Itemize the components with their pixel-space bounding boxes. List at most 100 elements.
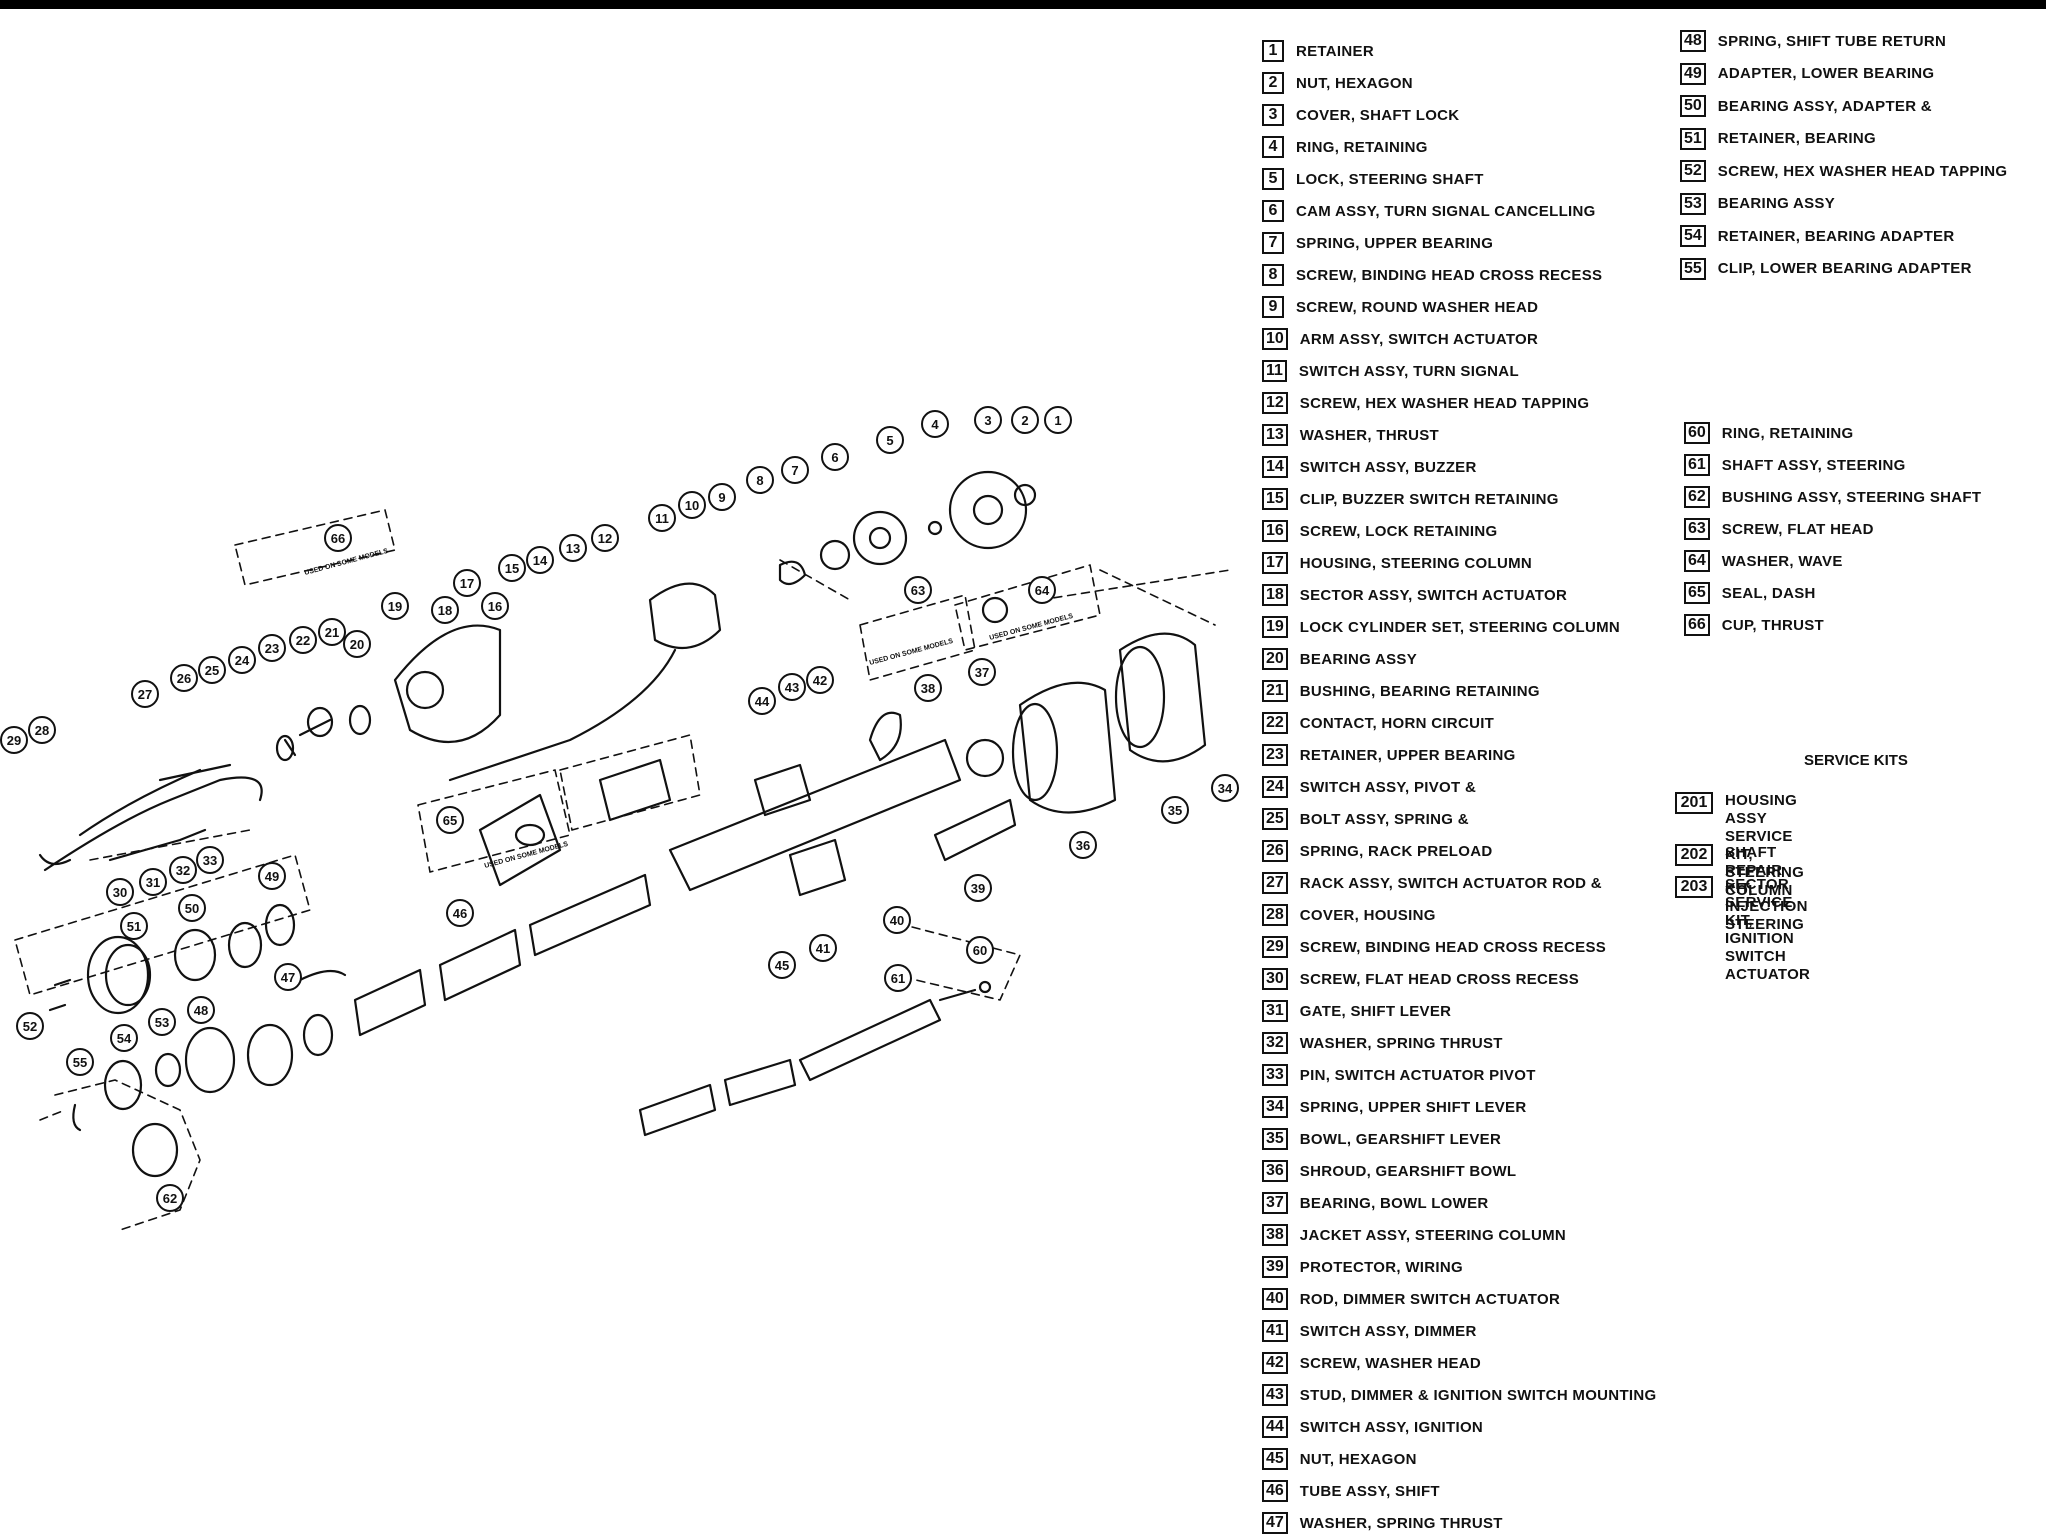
callout-number: 31	[146, 875, 160, 890]
legend-number-box: 10	[1262, 328, 1288, 350]
service-kit-label: SECTOR SERVICE KIT, IGNITION SWITCH ACTU…	[1725, 876, 1811, 983]
callout-number: 5	[886, 433, 893, 448]
callout-number: 61	[891, 971, 905, 986]
legend-label: SCREW, LOCK RETAINING	[1299, 522, 1498, 540]
legend-label: WASHER, THRUST	[1299, 426, 1439, 444]
legend-number-box: 44	[1262, 1416, 1288, 1438]
legend-label: LOCK, STEERING SHAFT	[1296, 170, 1484, 188]
callout-number: 54	[117, 1031, 132, 1046]
callout-circle	[1011, 406, 1039, 434]
legend-item-39: 39 PROTECTOR, WIRING	[1262, 1256, 1463, 1278]
callout-circle	[198, 656, 226, 684]
callout-30: 30	[106, 878, 134, 906]
callout-39: 39	[964, 874, 992, 902]
legend-number-box: 51	[1680, 127, 1706, 150]
legend-label: WASHER, WAVE	[1721, 552, 1843, 570]
callout-circle	[1044, 406, 1072, 434]
callout-circle	[966, 936, 994, 964]
callout-number: 19	[388, 599, 402, 614]
callout-18: 18	[431, 596, 459, 624]
callout-7: 7	[781, 456, 809, 484]
callout-circle	[453, 569, 481, 597]
service-kit-202: 202 SHAFT REPAIR KIT, INJECTION STEERING	[1675, 844, 1808, 934]
legend-label: SPRING, SHIFT TUBE RETURN	[1717, 32, 1947, 50]
legend-number-box: 46	[1262, 1480, 1288, 1502]
callout-64: 64	[1028, 576, 1056, 604]
legend-label: PROTECTOR, WIRING	[1299, 1258, 1463, 1276]
callout-52: 52	[16, 1012, 44, 1040]
callout-circle	[974, 406, 1002, 434]
callout-circle	[781, 456, 809, 484]
callout-9: 9	[708, 483, 736, 511]
legend-number-box: 11	[1262, 360, 1287, 382]
callout-number: 52	[23, 1019, 37, 1034]
callout-circle	[883, 906, 911, 934]
legend-number-box: 1	[1262, 40, 1284, 62]
legend-label: BEARING ASSY, ADAPTER &	[1717, 97, 1932, 115]
callout-number: 38	[921, 681, 935, 696]
legend-label: CAM ASSY, TURN SIGNAL CANCELLING	[1296, 202, 1596, 220]
callout-number: 32	[176, 863, 190, 878]
service-kit-label: SHAFT REPAIR KIT, INJECTION STEERING	[1725, 844, 1808, 933]
callout-62: 62	[156, 1184, 184, 1212]
legend-label: BUSHING, BEARING RETAINING	[1299, 682, 1540, 700]
legend-label: SHAFT ASSY, STEERING	[1721, 456, 1906, 474]
legend-label: RACK ASSY, SWITCH ACTUATOR ROD &	[1299, 874, 1602, 892]
callout-number: 10	[685, 498, 699, 513]
callout-66: 66	[324, 524, 352, 552]
callout-circle	[778, 673, 806, 701]
callout-27: 27	[131, 680, 159, 708]
callout-number: 27	[138, 687, 152, 702]
callout-circle	[318, 618, 346, 646]
callout-28: 28	[28, 716, 56, 744]
legend-label: SCREW, FLAT HEAD CROSS RECESS	[1299, 970, 1580, 988]
callout-circle	[768, 951, 796, 979]
callout-number: 53	[155, 1015, 169, 1030]
legend-label: STUD, DIMMER & IGNITION SWITCH MOUNTING	[1299, 1386, 1657, 1404]
legend-label: ADAPTER, LOWER BEARING	[1717, 65, 1935, 82]
legend-label: COVER, SHAFT LOCK	[1296, 106, 1460, 124]
legend-number-box: 53	[1680, 192, 1706, 215]
exploded-steering-column-diagram: 1234567891011121314151617181920212223242…	[0, 406, 1239, 1231]
legend-label: CUP, THRUST	[1721, 616, 1824, 634]
note-63-text: USED ON SOME MODELS	[869, 638, 955, 667]
legend-label: SEAL, DASH	[1721, 584, 1816, 602]
service-kits-title: SERVICE KITS	[1804, 752, 1908, 769]
callout-number: 12	[598, 531, 612, 546]
callout-number: 51	[127, 919, 141, 934]
legend-label: TUBE ASSY, SHIFT	[1299, 1482, 1440, 1500]
callout-circle	[748, 687, 776, 715]
callout-46: 46	[446, 899, 474, 927]
legend-label: SCREW, HEX WASHER HEAD TAPPING	[1299, 394, 1590, 412]
callout-circle	[0, 726, 28, 754]
legend-label: SCREW, BINDING HEAD CROSS RECESS	[1296, 266, 1603, 284]
legend-number-box: 60	[1684, 422, 1710, 444]
legend-label: ROD, DIMMER SWITCH ACTUATOR	[1299, 1290, 1561, 1308]
legend-number-box: 12	[1262, 392, 1288, 414]
callout-number: 16	[488, 599, 502, 614]
legend-label: SHROUD, GEARSHIFT BOWL	[1299, 1162, 1517, 1180]
callout-circle	[16, 1012, 44, 1040]
callout-20: 20	[343, 630, 371, 658]
callout-41: 41	[809, 934, 837, 962]
service-kit-number-box: 202	[1675, 844, 1713, 866]
legend-number-box: 39	[1262, 1256, 1288, 1278]
legend-label: GATE, SHIFT LEVER	[1299, 1002, 1452, 1020]
callout-number: 24	[235, 653, 250, 668]
